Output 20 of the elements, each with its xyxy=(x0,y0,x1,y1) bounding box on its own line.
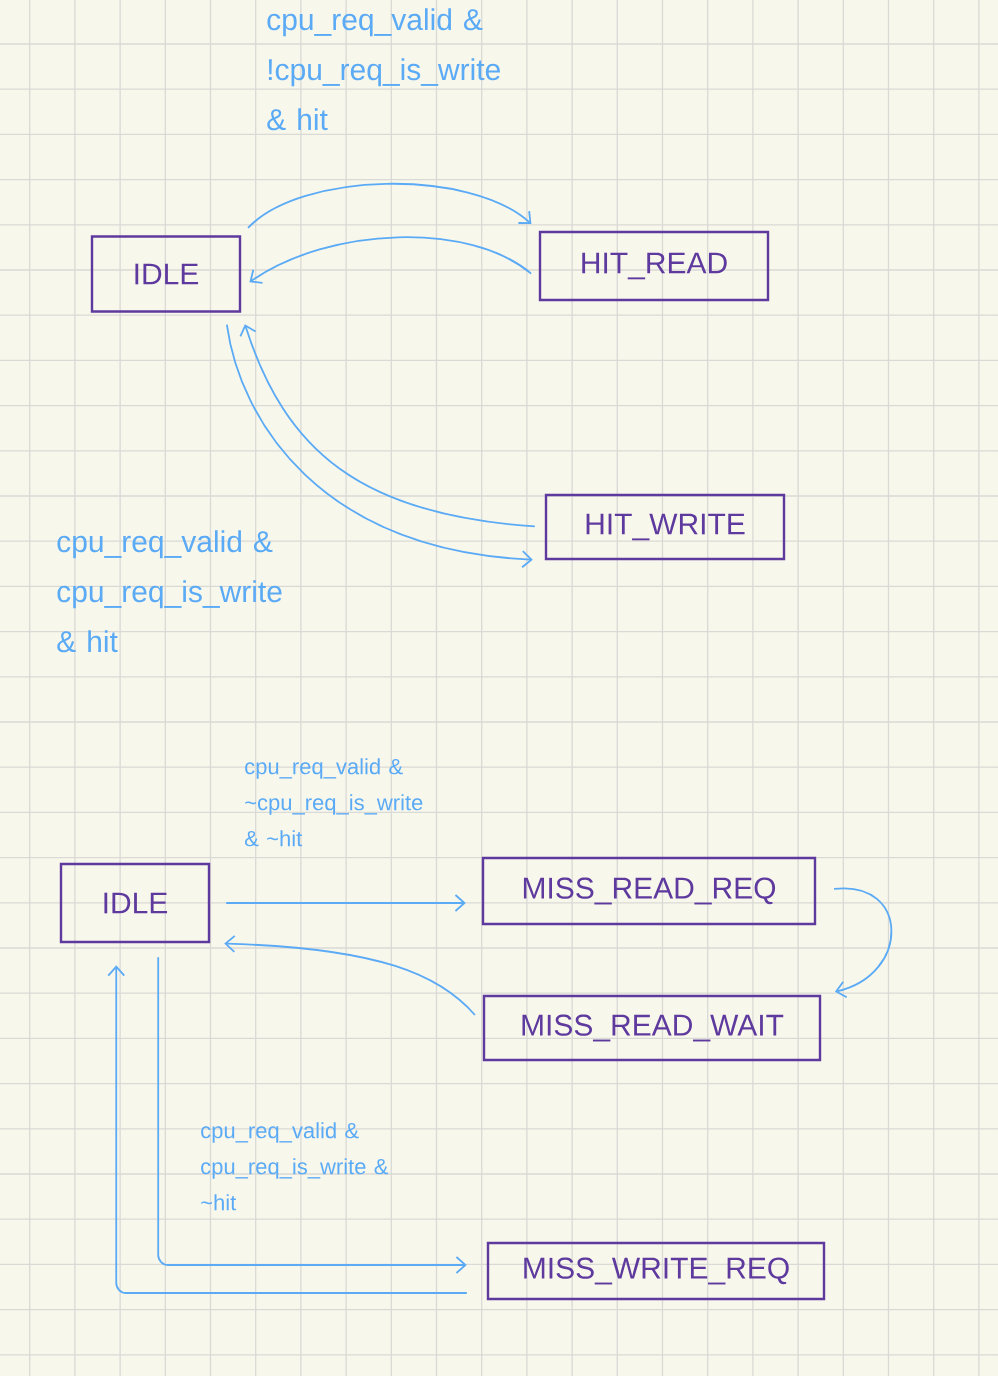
state-box: HIT_WRITE xyxy=(544,493,786,561)
state-box: IDLE xyxy=(90,235,242,313)
state-box: MISS_READ_WAIT xyxy=(482,994,822,1062)
arrow xyxy=(157,956,467,1274)
arrow xyxy=(247,182,532,229)
edge-label: cpu_req_valid & ~cpu_req_is_write & ~hit xyxy=(244,758,423,847)
arrow xyxy=(239,324,536,528)
arrow xyxy=(833,887,893,999)
arrow xyxy=(107,965,468,1294)
edge-label: cpu_req_valid & !cpu_req_is_write & hit xyxy=(267,8,500,131)
state-box: MISS_READ_REQ xyxy=(481,856,817,926)
state-box: IDLE xyxy=(59,862,211,944)
state-box: HIT_READ xyxy=(538,230,770,302)
arrow xyxy=(225,894,466,912)
edge-label: cpu_req_valid & cpu_req_is_write & ~hit xyxy=(201,1122,389,1211)
arrow xyxy=(224,935,476,1016)
arrow xyxy=(225,323,533,569)
state-box: MISS_WRITE_REQ xyxy=(486,1241,826,1301)
edge-label: cpu_req_valid & cpu_req_is_write & hit xyxy=(57,530,282,653)
arrow xyxy=(249,236,533,284)
